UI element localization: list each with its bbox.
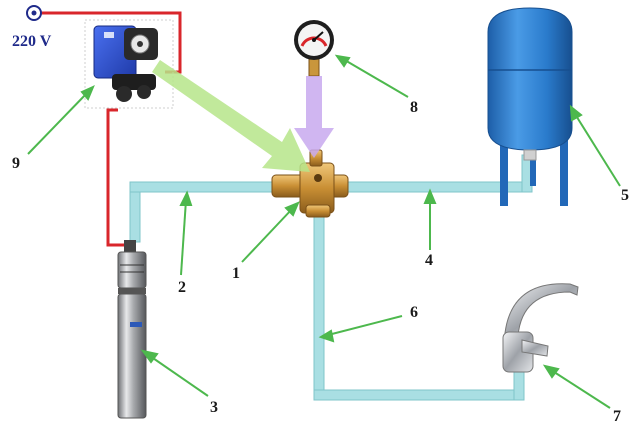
flow-arrow-from-switch <box>152 60 310 172</box>
power-terminal-icon <box>26 5 42 21</box>
leader-arrow-1 <box>241 201 300 263</box>
consumer-pipe <box>313 211 525 401</box>
supply-pipe <box>129 181 281 243</box>
pressure-gauge-icon <box>294 20 334 77</box>
leader-arrow-3 <box>140 349 209 397</box>
component-number-2: 2 <box>178 279 186 296</box>
leader-arrow-2 <box>179 190 193 276</box>
submersible-pump-icon <box>117 240 147 419</box>
component-number-5: 5 <box>621 187 629 204</box>
leader-arrow-9 <box>27 85 95 155</box>
leader-arrow-8 <box>334 54 409 98</box>
component-number-9: 9 <box>12 155 20 172</box>
component-number-8: 8 <box>410 99 418 116</box>
flow-arrow-from-gauge <box>294 76 334 158</box>
faucet-icon <box>502 283 579 373</box>
leader-arrow-6 <box>318 315 403 343</box>
expansion-tank-icon <box>487 7 573 206</box>
pressure-switch-icon <box>84 19 174 109</box>
component-number-4: 4 <box>425 252 433 269</box>
leader-arrow-5 <box>569 104 621 187</box>
five-way-fitting-icon <box>271 149 349 218</box>
component-number-3: 3 <box>210 399 218 416</box>
leader-arrows <box>27 54 621 409</box>
leader-arrow-7 <box>542 364 611 409</box>
leader-arrow-4 <box>423 188 437 250</box>
component-number-6: 6 <box>410 304 418 321</box>
voltage-label: 220 V <box>12 33 52 50</box>
component-number-1: 1 <box>232 265 240 282</box>
pump-wire <box>106 108 124 247</box>
component-number-7: 7 <box>613 408 621 425</box>
